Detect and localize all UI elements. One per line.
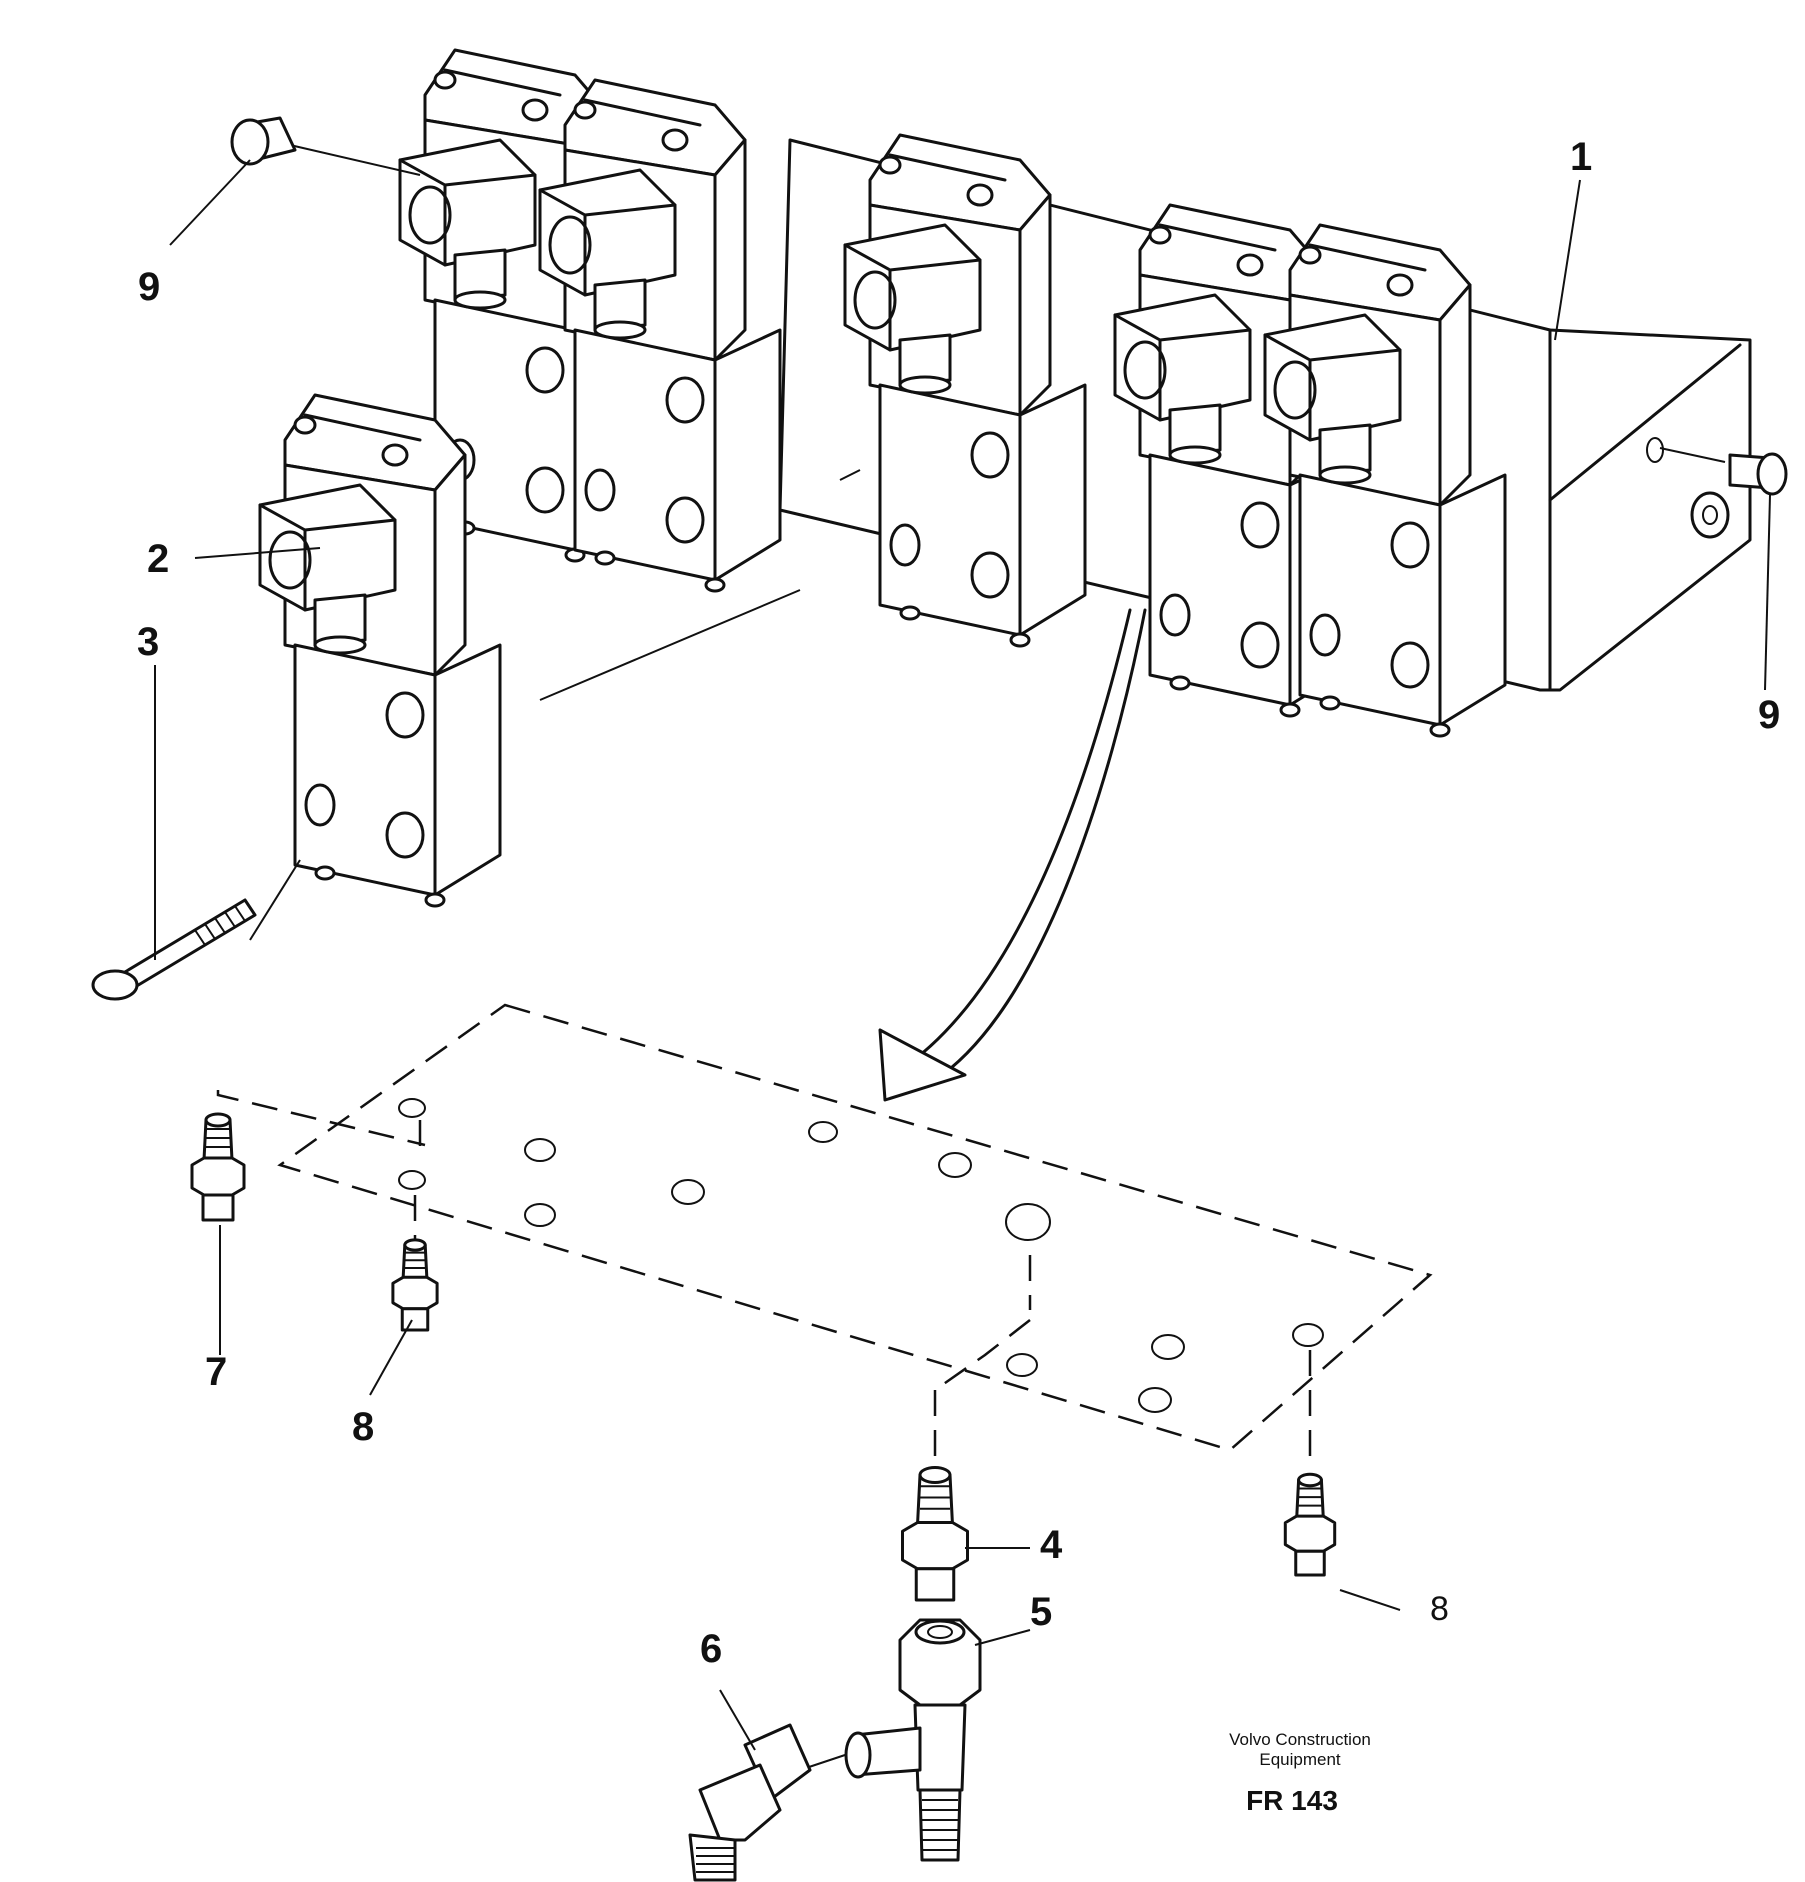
callout-9-right: 9 (1758, 693, 1780, 737)
figure-code: FR 143 (1246, 1785, 1338, 1816)
plug-right (1659, 447, 1788, 496)
plate-hole (1292, 1323, 1324, 1347)
plate-hole (398, 1098, 426, 1118)
plate-hole (398, 1170, 426, 1190)
fitting-8-right (1283, 1472, 1337, 1577)
plate-hole (808, 1121, 838, 1143)
tee-fitting-5 (844, 1618, 982, 1862)
maker-line-1: Volvo Construction (1229, 1730, 1371, 1749)
solenoid-valve-3 (843, 133, 1087, 648)
callout-7: 7 (205, 1350, 227, 1394)
plug-left (230, 116, 421, 176)
callout-3: 3 (137, 620, 159, 664)
solenoid-valve-2 (538, 78, 782, 593)
callout-9-left: 9 (138, 265, 160, 309)
solenoid-valve-loose (258, 393, 502, 908)
mounting-screw (91, 859, 301, 1001)
callout-8-left: 8 (352, 1405, 374, 1449)
solenoid-valve-group (398, 48, 1507, 738)
fitting-4 (901, 1466, 969, 1602)
plate-hole (1005, 1203, 1051, 1241)
elbow-fitting-6 (688, 1723, 846, 1882)
solenoid-valve-4 (1113, 203, 1357, 718)
gasket-plate (277, 1003, 1433, 1452)
fitting-8-left (391, 1238, 439, 1332)
plate-hole (524, 1138, 556, 1162)
assembly-lines (216, 469, 1312, 1470)
fitting-7 (190, 1112, 246, 1222)
callout-4: 4 (1040, 1523, 1063, 1567)
plate-hole (938, 1152, 972, 1178)
fittings (190, 1112, 1337, 1882)
callout-2: 2 (147, 537, 169, 581)
callout-1: 1 (1570, 135, 1592, 179)
plate-hole (1006, 1353, 1038, 1377)
callout-5: 5 (1030, 1590, 1052, 1634)
plate-hole (1138, 1387, 1172, 1413)
plate-hole (1151, 1334, 1185, 1360)
leader-lines (154, 159, 1771, 1751)
callout-8-right: 8 (1430, 1590, 1449, 1628)
plate-hole (524, 1203, 556, 1227)
callout-6: 6 (700, 1627, 722, 1671)
solenoid-valve-6 (258, 393, 502, 908)
view-arrow (878, 608, 1147, 1102)
maker-line-2: Equipment (1259, 1750, 1341, 1769)
plate-hole (671, 1179, 705, 1205)
solenoid-valve-5 (1263, 223, 1507, 738)
